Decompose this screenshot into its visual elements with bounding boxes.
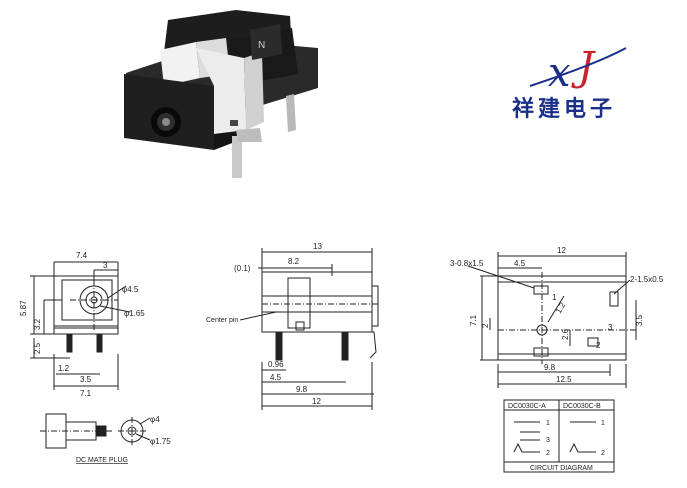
company-name: 祥建电子 [512, 96, 616, 122]
dim-label: 3.5 [80, 375, 92, 384]
mate-plug-drawing [40, 413, 151, 449]
svg-text:N: N [258, 40, 265, 51]
dim-label: 3.2 [33, 318, 42, 330]
dim-label: 7.1 [80, 389, 92, 398]
dim-label: 3-0.8x1.5 [450, 259, 484, 268]
dim-label: 3.5 [635, 314, 644, 326]
dim-label: φ4.5 [122, 285, 139, 294]
dim-label: (0.1) [234, 264, 251, 273]
pin-number: 2 [596, 341, 601, 350]
center-pin-label: Center pin [206, 317, 238, 324]
dim-label: φ4 [150, 415, 160, 424]
pin-number: 1 [552, 293, 557, 302]
dim-label: 3 [103, 261, 108, 270]
logo-x: x [548, 50, 571, 96]
pin-number: 2 [601, 450, 605, 457]
dim-label: 7.4 [76, 251, 88, 260]
table-header: DC0030C-B [563, 403, 601, 410]
dim-label: 9.8 [296, 385, 308, 394]
dim-label: 8.2 [288, 257, 300, 266]
dim-label: 1.2 [58, 364, 70, 373]
mate-plug-label: DC MATE PLUG [76, 457, 128, 464]
circuit-diagram-label: CIRCUIT DIAGRAM [530, 465, 593, 472]
bottom-view-drawing [467, 252, 637, 388]
brand-logo: x J [529, 44, 627, 96]
dim-label: 7.1 [469, 314, 478, 326]
pin-number: 1 [601, 420, 605, 427]
front-view-drawing [30, 261, 131, 390]
side-view-drawing [239, 248, 380, 410]
dim-label: 5.87 [19, 300, 28, 316]
dim-label: 12 [312, 397, 321, 406]
pin-number: 3 [546, 437, 550, 444]
dim-label: 12.5 [556, 375, 572, 384]
dim-label: 0.96 [268, 360, 284, 369]
pin-number: 1 [546, 420, 550, 427]
product-photo: N [124, 10, 318, 178]
dim-label: 9.8 [544, 363, 556, 372]
dim-label: 2 [481, 323, 490, 328]
dim-label: 4.5 [514, 259, 526, 268]
dim-label: 2.6 [561, 328, 570, 340]
dim-label: φ1.65 [124, 309, 145, 318]
dim-label: 13 [313, 242, 322, 251]
pin-number: 2 [546, 450, 550, 457]
dim-label: 2-1.5x0.5 [630, 275, 664, 284]
dim-label: 1.2 [554, 300, 568, 315]
dim-label: φ1.75 [150, 437, 171, 446]
pin-number: 3 [608, 323, 613, 332]
dim-label: 2.5 [33, 342, 42, 354]
dim-label: 12 [557, 246, 566, 255]
dim-label: 4.5 [270, 373, 282, 382]
table-header: DC0030C-A [508, 403, 546, 410]
circuit-table [503, 399, 615, 473]
